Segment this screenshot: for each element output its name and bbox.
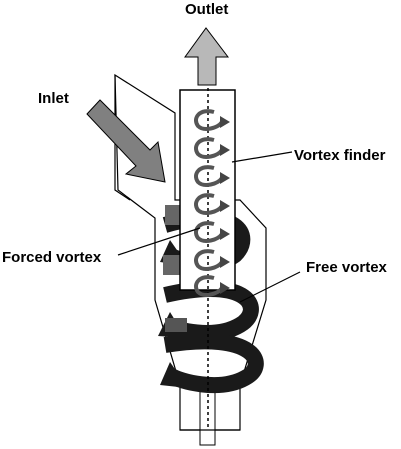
vortex-finder-label: Vortex finder bbox=[294, 147, 386, 164]
forced-vortex-arrowheads bbox=[220, 116, 230, 294]
free-vortex-leader bbox=[239, 271, 301, 303]
forced-vortex-spirals bbox=[194, 109, 224, 297]
inlet-chute bbox=[114, 75, 131, 201]
inlet-label: Inlet bbox=[38, 90, 69, 107]
outlet-arrow bbox=[184, 27, 230, 86]
free-vortex-label: Free vortex bbox=[306, 259, 388, 276]
forced-vortex-leader bbox=[117, 227, 201, 256]
outlet-label: Outlet bbox=[185, 1, 228, 18]
forced-vortex-label: Forced vortex bbox=[2, 249, 102, 266]
inlet-arrow bbox=[86, 99, 166, 183]
vortex-finder-leader bbox=[231, 151, 293, 163]
